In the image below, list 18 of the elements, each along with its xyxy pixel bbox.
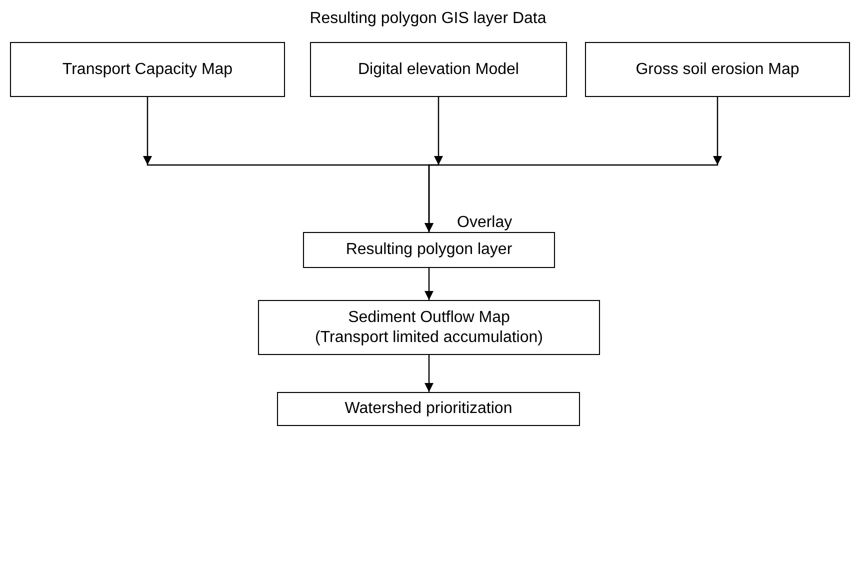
process-box [277,392,580,426]
box-text: Digital elevation Model [358,60,519,80]
arrow [424,355,434,392]
process-box [258,300,600,355]
box-text: Gross soil erosion Map [636,60,800,80]
process-box [310,42,567,97]
arrow [424,268,434,300]
process-box [585,42,850,97]
box-text: Watershed prioritization [344,399,512,419]
box-text: Transport Capacity Map [62,60,233,80]
diagram-title: Resulting polygon GIS layer Data [308,10,548,28]
box-text: (Transport limited accumulation) [315,328,543,348]
process-box [303,232,555,268]
box-text: Resulting polygon layer [346,240,512,260]
box-text: Sediment Outflow Map [348,308,510,328]
arrow [424,97,722,232]
process-box [10,42,285,97]
edge-label: Overlay [455,214,514,232]
